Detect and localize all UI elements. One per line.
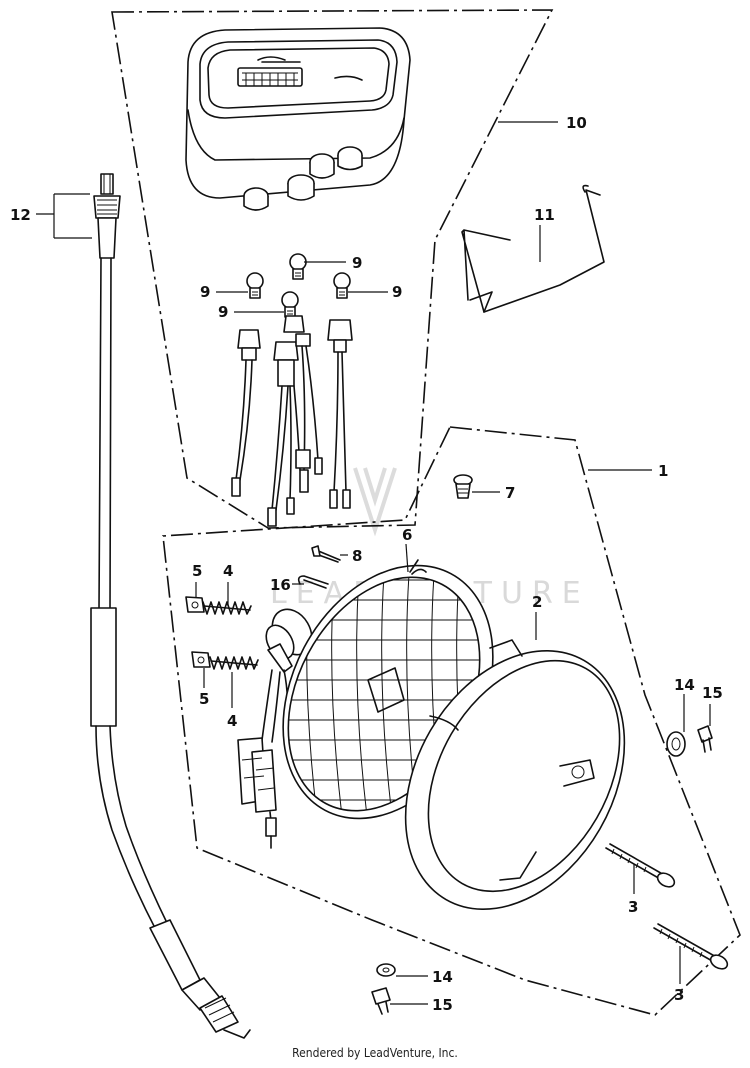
callout-4-top: 4 [223, 562, 233, 580]
headlight-group-outline [162, 426, 741, 1016]
callout-9-lower: 9 [218, 303, 228, 321]
callout-1: 1 [658, 462, 668, 480]
headlight-screw [605, 843, 729, 970]
nut-bottom [376, 963, 396, 977]
callout-7: 7 [505, 484, 515, 502]
callout-4-bottom: 4 [227, 712, 237, 730]
callout-12: 12 [10, 206, 31, 224]
callout-5-bottom: 5 [199, 690, 209, 708]
speedometer-assembly [185, 27, 411, 211]
callout-labels: 10 11 12 9 9 9 9 1 7 8 6 16 2 5 4 5 4 14… [10, 114, 723, 1014]
footer-credit: Rendered by LeadVenture, Inc. [292, 1046, 458, 1060]
speedometer-group-outline [111, 9, 554, 529]
bulb-set [246, 253, 351, 318]
mounting-screw [453, 474, 473, 499]
bulb-socket-harness [231, 315, 353, 527]
bolt-right [697, 725, 713, 753]
speedometer-cable [90, 173, 251, 1039]
callout-9-right: 9 [392, 283, 402, 301]
callout-9-left: 9 [200, 283, 210, 301]
callout-14-bottom: 14 [432, 968, 453, 986]
cotter-pin [297, 575, 329, 589]
callout-2: 2 [532, 593, 542, 611]
callout-3-upper: 3 [628, 898, 638, 916]
bolt-bottom [371, 987, 391, 1015]
callout-3-lower: 3 [674, 986, 684, 1004]
callout-15-bottom: 15 [432, 996, 453, 1014]
callout-5-top: 5 [192, 562, 202, 580]
callout-14-right: 14 [674, 676, 695, 694]
callout-9-top: 9 [352, 254, 362, 272]
nut-right [666, 731, 686, 757]
meter-bracket [461, 184, 605, 313]
spring-set [202, 601, 259, 670]
leader-lines [36, 121, 711, 1005]
headlight-rim [404, 639, 626, 910]
callout-6: 6 [402, 526, 412, 544]
callout-11: 11 [534, 206, 555, 224]
callout-10: 10 [566, 114, 587, 132]
callout-15-right: 15 [702, 684, 723, 702]
pin [311, 545, 341, 563]
adjusting-plate [185, 596, 211, 668]
callout-16: 16 [270, 576, 291, 594]
callout-8: 8 [352, 547, 362, 565]
headlight-socket [237, 608, 313, 849]
